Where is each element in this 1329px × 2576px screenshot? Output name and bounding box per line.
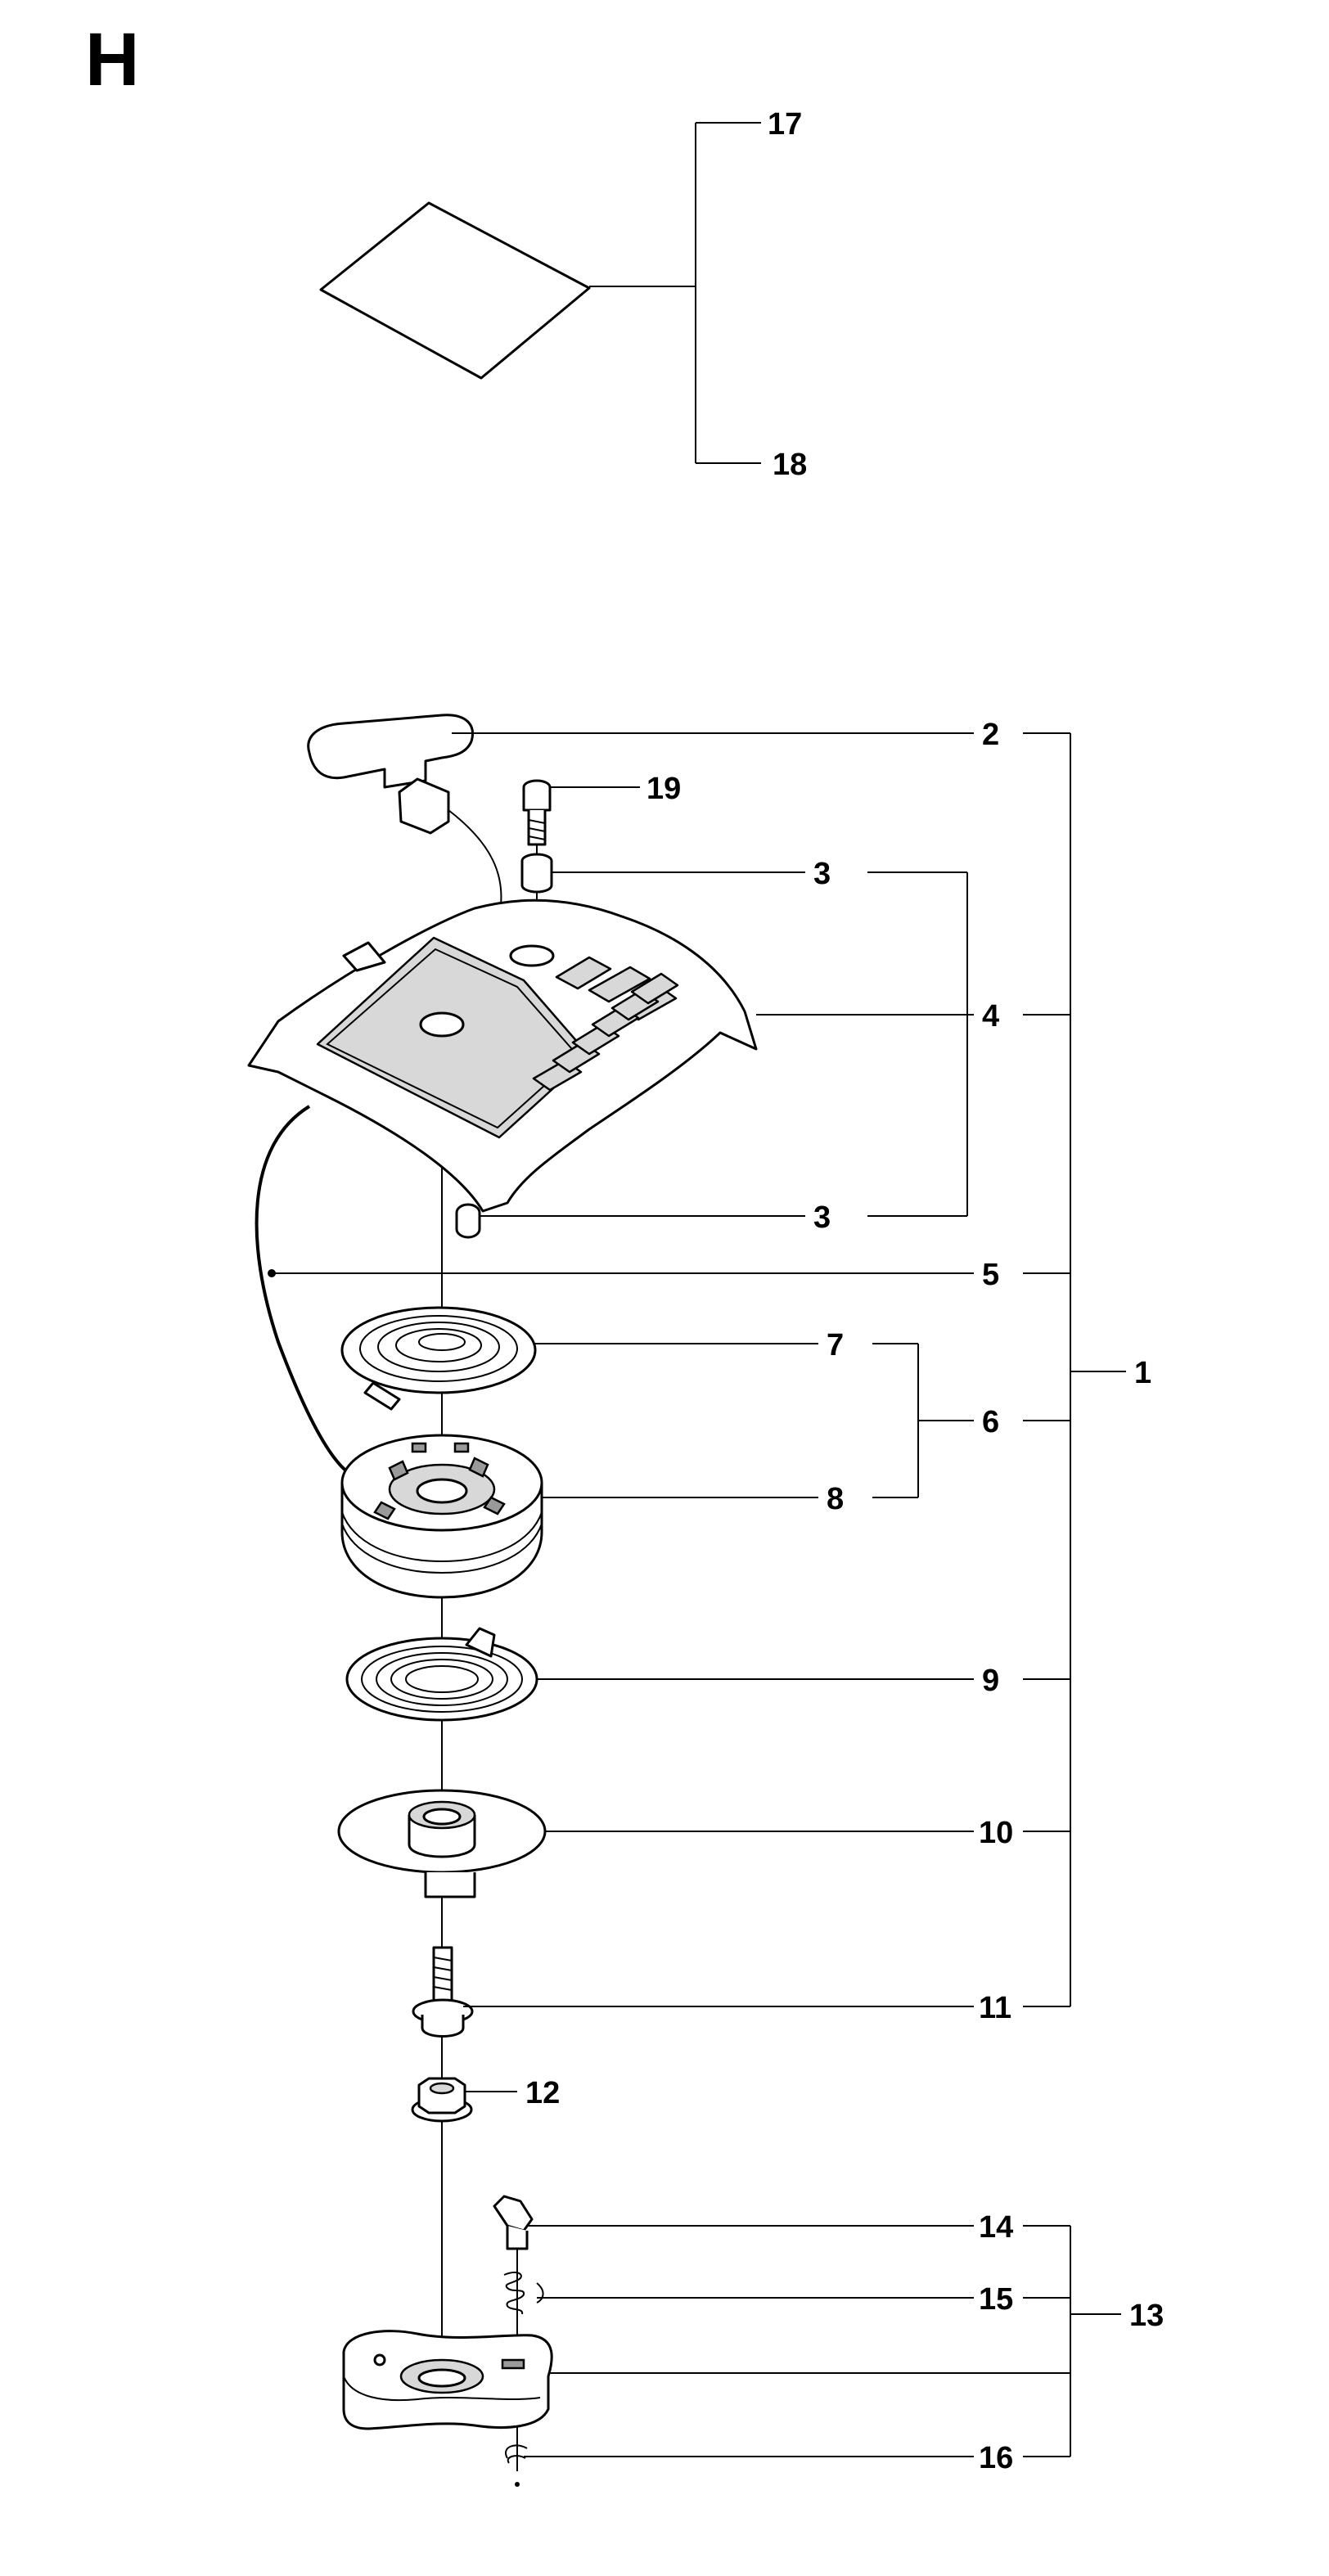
callout-7: 7 — [827, 1328, 844, 1362]
center-bolt-11 — [412, 1946, 474, 2038]
bushing-upper — [520, 853, 553, 894]
callout-13: 13 — [1129, 2299, 1164, 2333]
leader-17-18 — [589, 122, 761, 464]
bushing-lower — [455, 1203, 481, 1239]
callout-14: 14 — [979, 2210, 1013, 2245]
rewind-spring-9 — [345, 1627, 538, 1722]
spring-15 — [503, 2272, 544, 2315]
callout-10: 10 — [979, 1816, 1013, 1850]
pawl-14 — [493, 2195, 534, 2250]
starter-rope — [255, 1105, 350, 1475]
callout-6: 6 — [982, 1405, 999, 1439]
rewind-spring-7 — [340, 1306, 537, 1411]
starter-housing — [247, 898, 758, 1213]
starter-hub-13 — [342, 2330, 553, 2430]
rope-pulley-8 — [340, 1434, 543, 1599]
callout-3-lower: 3 — [813, 1200, 831, 1235]
screw-19 — [522, 779, 552, 846]
callout-19: 19 — [646, 772, 681, 806]
callout-5: 5 — [982, 1258, 999, 1292]
callout-2: 2 — [982, 718, 999, 752]
callout-11: 11 — [979, 1991, 1011, 2025]
callout-12: 12 — [525, 2076, 560, 2110]
section-label: H — [85, 18, 139, 101]
callout-18: 18 — [773, 448, 807, 482]
callout-3-upper: 3 — [813, 857, 831, 891]
callout-4: 4 — [982, 999, 999, 1034]
decal-sheet — [319, 201, 591, 380]
spring-cassette-10 — [337, 1789, 547, 1898]
callout-8: 8 — [827, 1482, 844, 1516]
callout-9: 9 — [982, 1664, 999, 1698]
callout-16: 16 — [979, 2441, 1013, 2475]
callout-17: 17 — [768, 107, 802, 142]
clip-16 — [505, 2444, 528, 2487]
starter-handle — [307, 714, 502, 917]
leader-lines — [275, 732, 1126, 2457]
callout-1: 1 — [1134, 1356, 1151, 1390]
callout-15: 15 — [979, 2282, 1013, 2317]
flange-nut-12 — [411, 2077, 473, 2123]
